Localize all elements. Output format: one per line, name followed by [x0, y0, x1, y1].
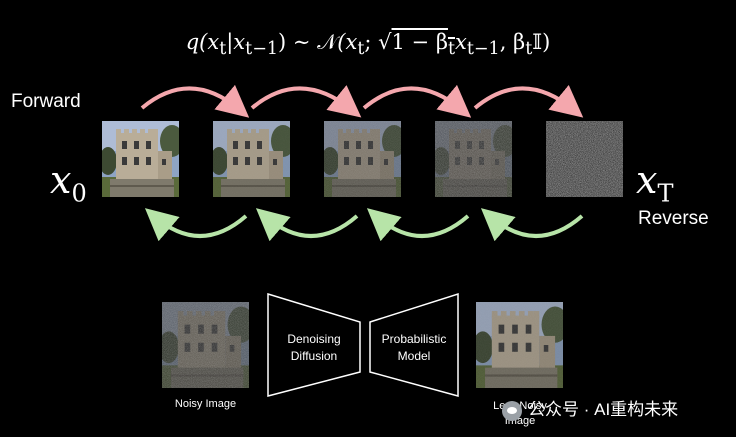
forward-arrow-3 [364, 88, 462, 110]
forward-arrow-2 [252, 88, 352, 110]
reverse-arrow-1 [154, 216, 246, 236]
wechat-icon [502, 401, 522, 421]
reverse-arrow-4 [490, 216, 582, 236]
noisy-image [162, 302, 249, 388]
castle-image-step-0 [102, 121, 179, 197]
noisy-image-caption: Noisy Image [152, 398, 259, 410]
castle-image-step-2 [324, 121, 401, 197]
less-noisy-image [476, 302, 563, 388]
reverse-arrow-3 [376, 216, 468, 236]
forward-arrow-1 [142, 88, 240, 110]
reverse-arrow-2 [265, 216, 357, 236]
watermark: 公众号 · AI重构未来 [502, 395, 678, 421]
castle-image-step-4 [546, 121, 623, 197]
forward-arrow-4 [475, 88, 574, 110]
castle-image-step-1 [213, 121, 290, 197]
castle-image-step-3 [435, 121, 512, 197]
